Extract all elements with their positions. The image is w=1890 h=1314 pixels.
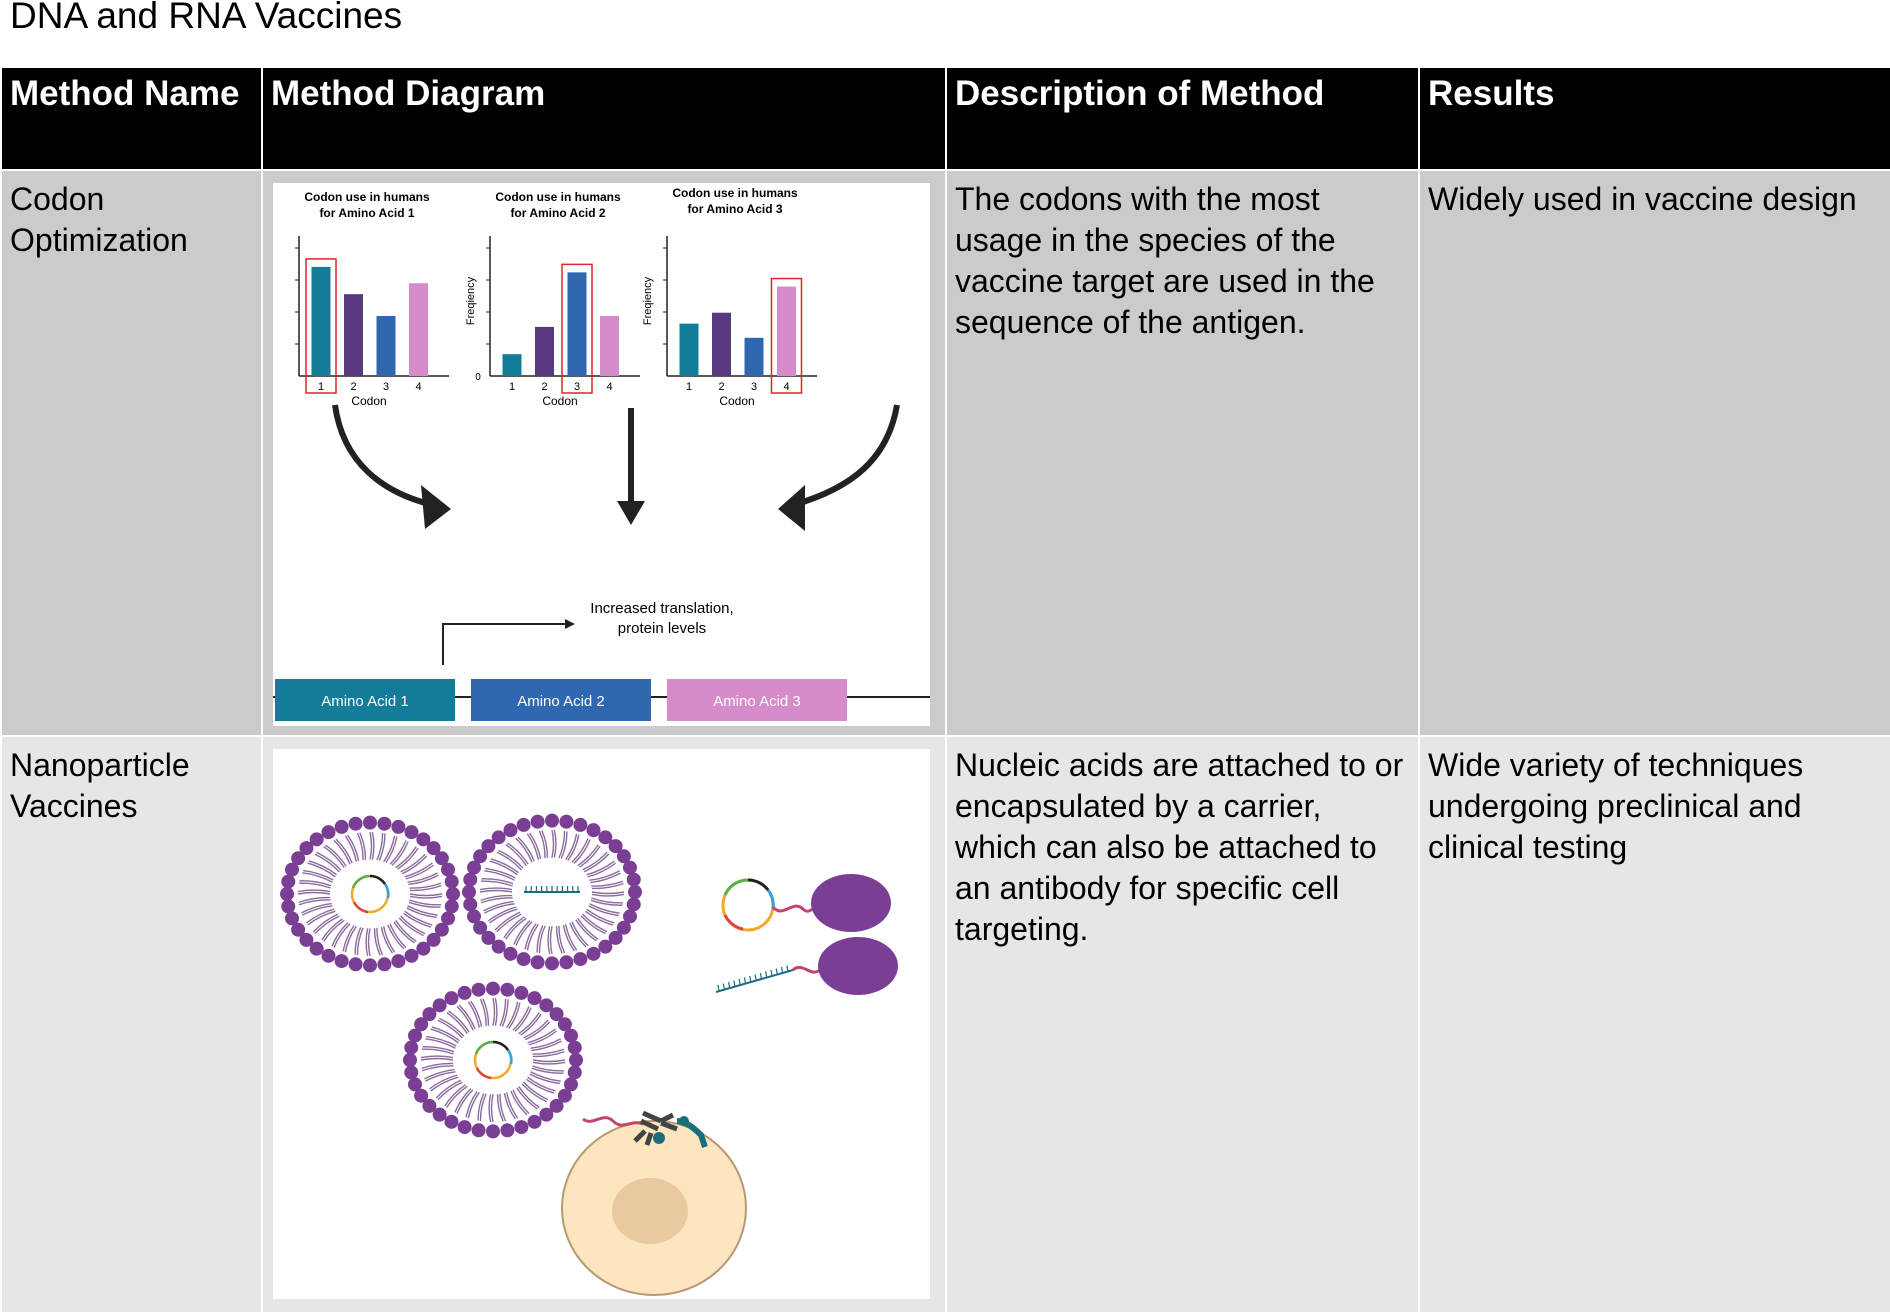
amino-acid-rect (275, 679, 455, 721)
x-tick-label: 3 (751, 381, 757, 393)
method-name-cell: Codon Optimization (0, 169, 263, 737)
table-row: Nanoparticle Vaccines (0, 735, 1890, 1314)
x-tick-label: 2 (718, 381, 724, 393)
amino-acid-rect (471, 679, 651, 721)
codon-chart-3: Codon use in humans for Amino Acid 3 Freqi… (642, 186, 817, 408)
bar-codon-3 (744, 337, 764, 376)
codon-chart-1: Codon use in humans for Amino Acid 1 1 2 3 4C… (295, 190, 449, 408)
rna-protein-conjugate (715, 937, 898, 995)
amino-acid-rect (667, 679, 847, 721)
translation-label-line2: protein levels (618, 620, 706, 637)
x-axis-label: Codon (542, 394, 577, 408)
bar-codon-1 (311, 266, 331, 376)
arrow-left-curve (332, 404, 451, 529)
highlight-box (561, 263, 593, 394)
x-tick-label: 1 (318, 381, 324, 393)
chart-title-line1: Codon use in humans (672, 186, 798, 200)
chart-title-line2: for Amino Acid 3 (687, 202, 782, 216)
bar-codon-1 (502, 354, 522, 376)
amino-acid-label: Amino Acid 1 (321, 693, 409, 710)
description-cell: Nucleic acids are attached to or encapsu… (945, 735, 1420, 1314)
x-tick-label: 2 (350, 381, 356, 393)
promoter-arrow (442, 619, 575, 665)
x-tick-label: 2 (541, 381, 547, 393)
x-tick-label: 1 (686, 381, 692, 393)
x-axis-label: Codon (351, 394, 386, 408)
method-description: Nucleic acids are attached to or encapsu… (955, 747, 1404, 947)
chart-title-line2: for Amino Acid 2 (510, 206, 605, 220)
description-cell: The codons with the most usage in the sp… (945, 169, 1420, 737)
bar-codon-1 (679, 323, 699, 376)
plasmid-protein-conjugate (721, 874, 891, 932)
x-tick-label: 1 (509, 381, 515, 393)
x-tick-label: 4 (783, 381, 789, 393)
method-name-cell: Nanoparticle Vaccines (0, 735, 263, 1314)
amino-acid-box-2: Amino Acid 2 (471, 679, 651, 721)
amino-acid-box-1: Amino Acid 1 (275, 679, 455, 721)
codon-chart-2: Codon use in humans for Amino Acid 2 Freqi… (465, 190, 640, 408)
x-tick-label: 4 (606, 381, 612, 393)
highlight-box (770, 277, 803, 394)
bar-codon-2 (712, 312, 731, 376)
bar-codon-4 (409, 283, 428, 376)
results-cell: Wide variety of techniques undergoing pr… (1418, 735, 1890, 1314)
translation-label-line1: Increased translation, (590, 600, 733, 617)
bar-codon-4 (600, 316, 619, 376)
highlight-box (305, 258, 337, 394)
chart-title-line1: Codon use in humans (304, 190, 430, 204)
header-description: Description of Method (945, 66, 1420, 171)
nanoparticle-rna (462, 813, 642, 971)
chart-title-line1: Codon use in humans (495, 190, 621, 204)
page-title: DNA and RNA Vaccines (10, 0, 403, 36)
bar-codon-2 (344, 294, 363, 376)
nanoparticle-antibody-targeted (403, 981, 583, 1139)
nanoparticle-plasmid (280, 815, 460, 973)
method-results: Wide variety of techniques undergoing pr… (1428, 747, 1804, 865)
header-row: Method Name Method Diagram Description o… (0, 66, 1890, 171)
arrow-right-curve (778, 404, 900, 531)
nanoparticle-diagram (273, 749, 930, 1299)
target-cell (561, 1120, 747, 1296)
header-method-name: Method Name (0, 66, 263, 171)
amino-acid-box-3: Amino Acid 3 (667, 679, 847, 721)
table-row: Codon Optimization Codon use in humans fo… (0, 169, 1890, 737)
method-name: Codon Optimization (10, 181, 188, 258)
antibody-targeting (582, 1110, 708, 1148)
y-axis-label: Freqiency (465, 276, 477, 325)
method-diagram-cell (261, 735, 947, 1314)
y-zero-label: 0 (475, 372, 481, 383)
bar-codon-4 (777, 286, 796, 376)
y-axis-label: Freqiency (642, 276, 654, 325)
chart-title-line2: for Amino Acid 1 (319, 206, 414, 220)
x-axis-label: Codon (719, 394, 754, 408)
methods-table: Method Name Method Diagram Description o… (0, 66, 1890, 1314)
x-tick-label: 3 (383, 381, 389, 393)
bar-codon-3 (567, 272, 587, 376)
method-name: Nanoparticle Vaccines (10, 747, 190, 824)
x-tick-label: 3 (574, 381, 580, 393)
bar-codon-2 (535, 326, 554, 376)
x-tick-label: 4 (415, 381, 421, 393)
header-method-diagram: Method Diagram (261, 66, 947, 171)
bar-codon-3 (376, 316, 396, 376)
header-results: Results (1418, 66, 1890, 171)
results-cell: Widely used in vaccine design (1418, 169, 1890, 737)
method-results: Widely used in vaccine design (1428, 181, 1857, 217)
amino-acid-label: Amino Acid 3 (713, 693, 801, 710)
arrow-down (617, 408, 645, 525)
amino-acid-label: Amino Acid 2 (517, 693, 605, 710)
method-description: The codons with the most usage in the sp… (955, 181, 1375, 340)
